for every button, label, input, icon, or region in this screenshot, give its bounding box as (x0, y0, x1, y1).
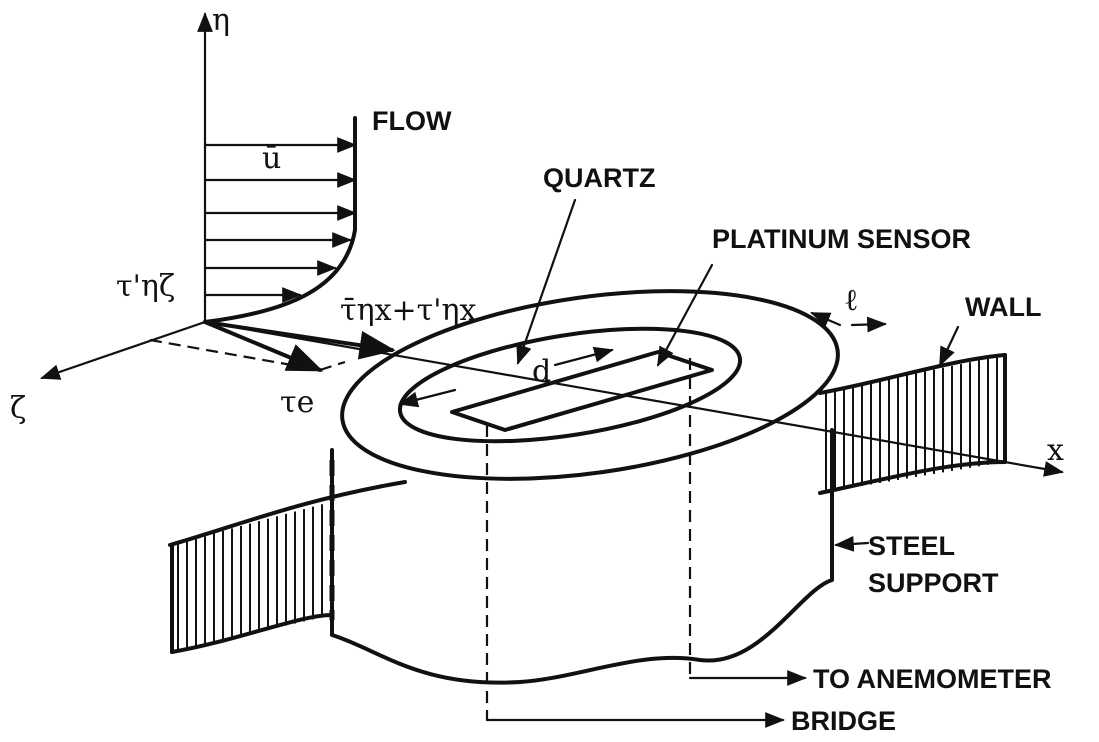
wall-leader (938, 325, 960, 367)
eta-label: η (212, 3, 230, 38)
quartz-label: QUARTZ (543, 163, 655, 193)
tau-eta-x-vector (203, 320, 396, 360)
support-label: SUPPORT (868, 568, 999, 598)
wall-right (818, 353, 1007, 495)
x-axis (203, 320, 1064, 477)
dimension-d (398, 388, 457, 408)
dimension-l (810, 311, 842, 328)
u-bar-label: ū (262, 141, 281, 176)
x-label: x (1047, 433, 1064, 468)
tau-eta-zeta-label: τ'ηζ (116, 269, 175, 304)
tau-e-label: τe (280, 385, 314, 420)
platinum-sensor-label: PLATINUM SENSOR (712, 224, 971, 254)
l-label: ℓ (844, 283, 858, 318)
steel-label: STEEL (868, 531, 955, 561)
wall-left (168, 480, 407, 654)
zeta-axis (40, 320, 207, 380)
platinum-leader (656, 263, 714, 367)
wall-label: WALL (965, 292, 1041, 322)
tau-eta-x-label: τ̄ηx+τ'ηx (340, 293, 476, 328)
tau-e-vector (203, 320, 324, 372)
steel-leader (834, 535, 870, 552)
quartz-leader (516, 198, 577, 365)
projection-lines (149, 338, 346, 372)
d-label: d (532, 354, 551, 389)
bridge-label: BRIDGE (791, 706, 896, 736)
zeta-label: ζ (10, 391, 26, 426)
flow-label: FLOW (372, 106, 452, 136)
sensor-body (329, 289, 840, 685)
to-anemometer-label: TO ANEMOMETER (813, 664, 1052, 694)
velocity-profile (203, 116, 357, 324)
